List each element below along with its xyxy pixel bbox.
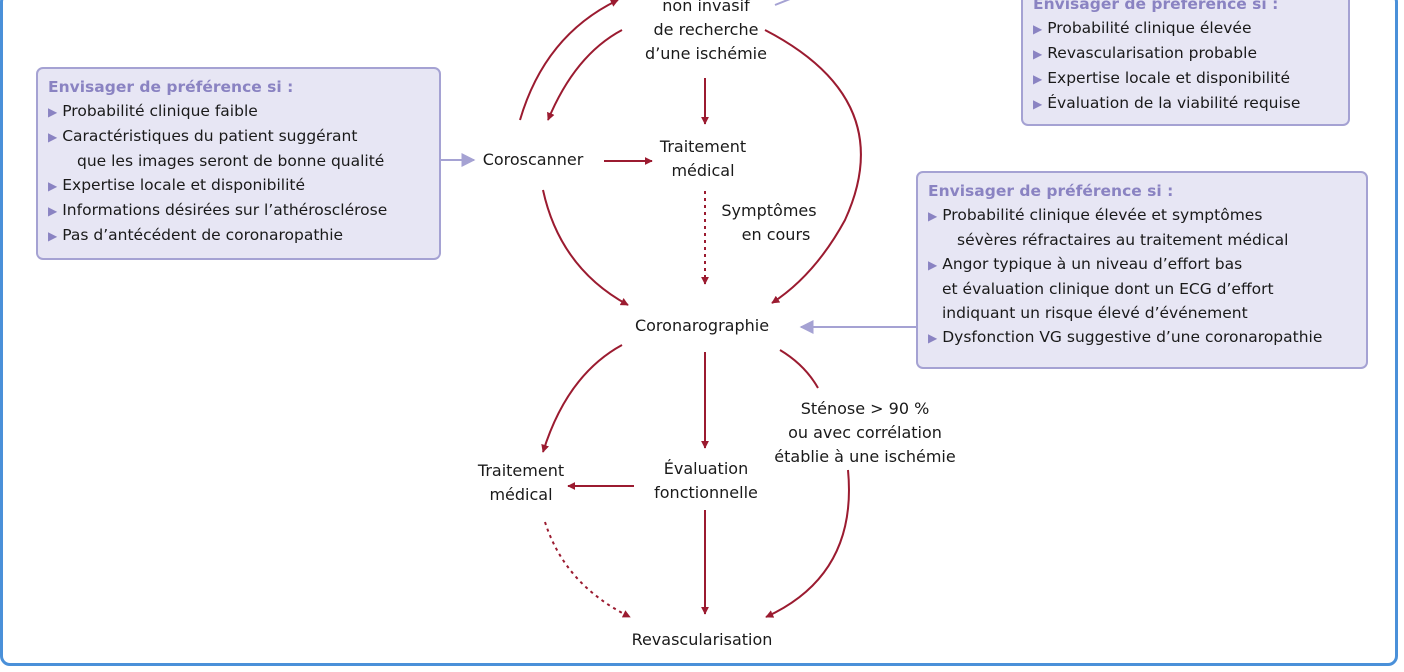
- arrow-coronarography-to-stenosis: [779, 349, 819, 389]
- list-item: ▶Pas d’antécédent de coronaropathie: [48, 226, 344, 244]
- box-title: Envisager de préférence si :: [928, 182, 1174, 200]
- list-item: ▶Revascularisation probable: [1033, 44, 1257, 62]
- list-item: ▶Dysfonction VG suggestive d’une coronar…: [928, 328, 1323, 346]
- triangle-bullet-icon: ▶: [928, 209, 938, 223]
- list-item: ▶Probabilité clinique élevée et symptôme…: [928, 206, 1263, 224]
- box-coronarography-indications: Envisager de préférence si : ▶Probabilit…: [916, 171, 1368, 369]
- triangle-bullet-icon: ▶: [1033, 97, 1043, 111]
- list-item-continuation: et évaluation clinique dont un ECG d’eff…: [942, 280, 1274, 298]
- triangle-bullet-icon: ▶: [1033, 47, 1043, 61]
- box-noninvasive-indications: Envisager de préférence si : ▶Probabilit…: [1021, 0, 1350, 126]
- arrow-coroscanner-to-coronarography: [542, 189, 629, 306]
- node-treatment-top: Traitement médical: [659, 137, 747, 180]
- triangle-bullet-icon: ▶: [48, 229, 58, 243]
- triangle-bullet-icon: ▶: [48, 204, 58, 218]
- arrow-treatment-to-revascularisation: [544, 521, 631, 618]
- node-coronarography: Coronarographie: [634, 316, 770, 335]
- triangle-bullet-icon: ▶: [1033, 22, 1043, 36]
- list-item-continuation: que les images seront de bonne qualité: [77, 152, 385, 170]
- triangle-bullet-icon: ▶: [48, 130, 58, 144]
- node-stenosis: Sténose > 90 % ou avec corrélation établ…: [774, 399, 956, 466]
- triangle-bullet-icon: ▶: [48, 105, 58, 119]
- triangle-bullet-icon: ▶: [928, 331, 938, 345]
- connector-top-right-box: [774, 0, 791, 6]
- list-item: ▶Évaluation de la viabilité requise: [1033, 94, 1301, 112]
- box-title: Envisager de préférence si :: [1033, 0, 1279, 13]
- box-coroscanner-indications: Envisager de préférence si : ▶Probabilit…: [36, 67, 441, 260]
- node-revascularisation: Revascularisation: [631, 630, 773, 649]
- node-non-invasive-test: non invasif de recherche d’une ischémie: [645, 0, 767, 63]
- arrow-coroscanner-to-noninvasive: [519, 0, 619, 121]
- list-item: ▶Angor typique à un niveau d’effort bas: [928, 255, 1243, 273]
- list-item: ▶Caractéristiques du patient suggérant: [48, 127, 358, 145]
- list-item-continuation: indiquant un risque élevé d’événement: [942, 304, 1248, 322]
- list-item-continuation: sévères réfractaires au traitement médic…: [957, 231, 1289, 249]
- node-coroscanner: Coroscanner: [482, 150, 584, 169]
- list-item: ▶Informations désirées sur l’athérosclér…: [48, 201, 388, 219]
- arrow-stenosis-to-revascularisation: [765, 469, 850, 618]
- arrow-coronarography-to-treatment: [541, 344, 623, 453]
- triangle-bullet-icon: ▶: [928, 258, 938, 272]
- triangle-bullet-icon: ▶: [1033, 72, 1043, 86]
- list-item: ▶Probabilité clinique élevée: [1033, 19, 1252, 37]
- node-symptoms: Symptômes en cours: [721, 201, 817, 244]
- node-treatment-bottom: Traitement médical: [477, 461, 565, 504]
- arrow-noninvasive-to-coronarography: [764, 29, 862, 304]
- list-item: ▶Expertise locale et disponibilité: [48, 176, 306, 194]
- list-item: ▶Expertise locale et disponibilité: [1033, 69, 1291, 87]
- list-item: ▶Probabilité clinique faible: [48, 102, 258, 120]
- node-functional-evaluation: Évaluation fonctionnelle: [654, 459, 758, 502]
- triangle-bullet-icon: ▶: [48, 179, 58, 193]
- arrow-noninvasive-to-coroscanner: [547, 29, 623, 121]
- box-title: Envisager de préférence si :: [48, 78, 294, 96]
